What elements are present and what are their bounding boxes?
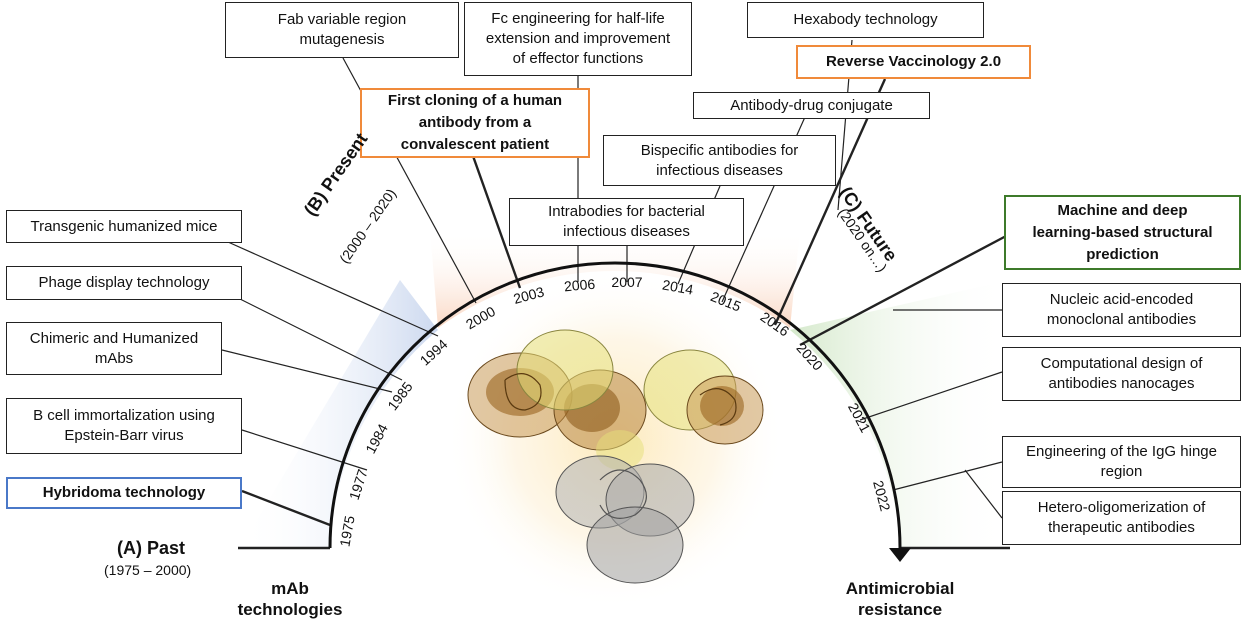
year-label-1984: 1984 — [362, 421, 391, 456]
era-past-range: (1975 – 2000) — [104, 562, 192, 578]
arrow-head-icon — [889, 548, 911, 562]
year-label-1975: 1975 — [336, 514, 357, 548]
footer-antimicrobial-resistance: Antimicrobial resistance — [845, 579, 955, 619]
milestone-nanocages: Computational design of antibodies nanoc… — [1002, 347, 1241, 401]
milestone-hybridoma: Hybridoma technology — [6, 477, 242, 509]
connector-hybridoma — [241, 489, 331, 527]
connector-ml — [799, 233, 1009, 347]
milestone-adc: Antibody-drug conjugate — [693, 92, 930, 119]
milestone-chimeric: Chimeric and Humanized mAbs — [6, 322, 222, 375]
milestone-bispecific: Bispecific antibodies for infectious dis… — [603, 135, 836, 186]
milestone-hinge: Engineering of the IgG hinge region — [1002, 436, 1241, 488]
past-shade — [240, 280, 438, 548]
milestone-transgenic: Transgenic humanized mice — [6, 210, 242, 243]
year-label-1985: 1985 — [384, 379, 416, 414]
connector-chimeric — [221, 349, 393, 393]
timeline-arc — [328, 261, 902, 549]
connector-rv2 — [773, 78, 887, 326]
milestone-ml: Machine and deep learning-based structur… — [1004, 195, 1241, 270]
connector-transgenic — [227, 241, 439, 337]
milestone-fab: Fab variable region mutagenesis — [225, 2, 459, 58]
milestone-first-cloning: First cloning of a human antibody from a… — [360, 88, 590, 158]
milestone-hexabody: Hexabody technology — [747, 2, 984, 38]
milestone-nucleic: Nucleic acid-encoded monoclonal antibodi… — [1002, 283, 1241, 337]
connector-nanocages — [859, 371, 1003, 421]
milestone-phage: Phage display technology — [6, 266, 242, 300]
connector-phage — [221, 289, 403, 381]
year-label-2003: 2003 — [512, 283, 546, 307]
present-shade — [430, 230, 800, 328]
antibody-structure-icon — [467, 329, 764, 584]
year-label-2006: 2006 — [563, 276, 596, 295]
connector-ebv — [241, 429, 368, 471]
connector-hinge — [892, 461, 1003, 491]
year-label-1977: 1977 — [346, 467, 371, 502]
milestone-ebv: B cell immortalization using Epstein-Bar… — [6, 398, 242, 454]
milestone-hetero: Hetero-oligomerization of therapeutic an… — [1002, 491, 1241, 545]
milestone-intrabodies: Intrabodies for bacterial infectious dis… — [509, 198, 744, 246]
year-label-2007: 2007 — [611, 274, 642, 290]
milestone-rv2: Reverse Vaccinology 2.0 — [796, 45, 1031, 79]
year-label-2014: 2014 — [661, 276, 695, 297]
year-label-2022: 2022 — [870, 479, 894, 513]
connector-first-cloning — [471, 155, 522, 289]
milestone-fc: Fc engineering for half-life extension a… — [464, 2, 692, 76]
footer-mab-technologies: mAb technologies — [237, 579, 343, 619]
future-shade — [790, 280, 1010, 548]
era-past-title: (A) Past — [117, 538, 186, 558]
connector-hetero — [964, 469, 1003, 519]
connector-lines — [221, 39, 1010, 550]
